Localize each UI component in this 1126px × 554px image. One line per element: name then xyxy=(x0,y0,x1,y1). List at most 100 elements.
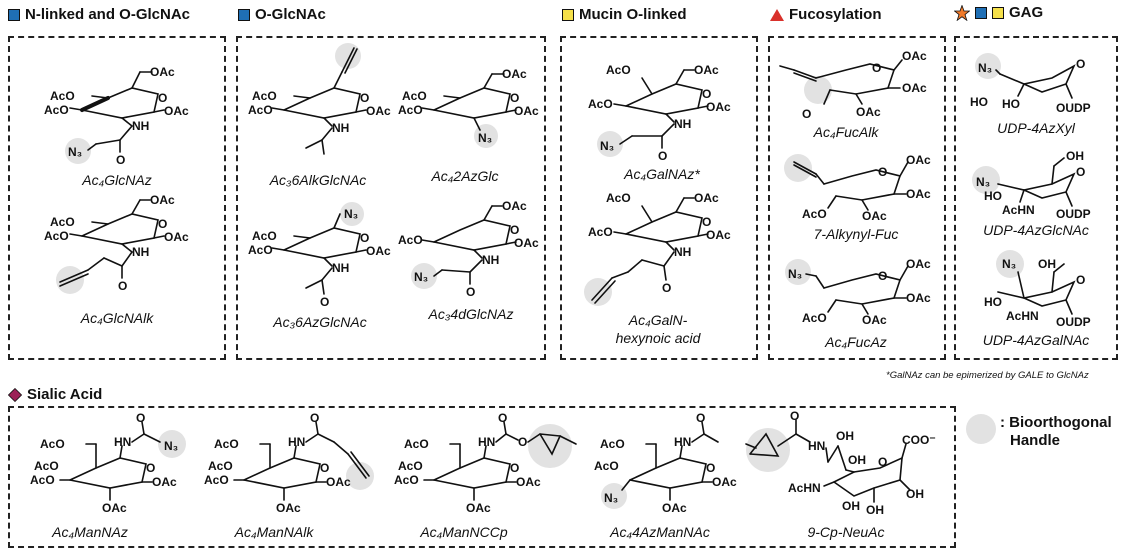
atom-label: OAc xyxy=(906,291,931,305)
caption-udp-4azgalnac: UDP-4AzGalNAc xyxy=(982,332,1090,348)
atom-label: N₃ xyxy=(414,270,428,284)
box-o-glcnac xyxy=(236,36,546,360)
structure-ac4fucaz: N₃ O OAc OAc OAc AcO xyxy=(772,252,944,328)
atom-label: O xyxy=(878,269,887,283)
section-header-n-o-glcnac: N-linked and O-GlcNAc xyxy=(8,6,190,23)
caption-ac42azglc: Ac₄2AzGlc xyxy=(431,168,499,184)
atom-label: OAc xyxy=(694,63,719,77)
atom-label: O xyxy=(802,107,811,121)
structure-ac4galn-hexynoic: AcO OAc AcO O OAc NH O xyxy=(576,190,746,308)
atom-label: O xyxy=(158,217,167,231)
caption-ac4mannalk: Ac₄ManNAlk xyxy=(234,524,314,540)
atom-label: AcO xyxy=(600,437,625,451)
atom-label: AcO xyxy=(50,215,75,229)
atom-label: OAc xyxy=(856,105,881,119)
atom-label: N₃ xyxy=(478,131,492,145)
atom-label: OAc xyxy=(150,65,175,79)
atom-label: AcO xyxy=(214,437,239,451)
structure-ac4glcnaz: OAc AcO AcO O OAc NH N₃ O xyxy=(40,58,210,167)
atom-label: O xyxy=(360,91,369,105)
atom-label: OAc xyxy=(906,153,931,167)
section-title: Fucosylation xyxy=(789,6,882,23)
atom-label: O xyxy=(466,285,475,299)
caption-ac4galn-hexynoic-2: hexynoic acid xyxy=(615,330,701,346)
atom-label: OAc xyxy=(906,187,931,201)
yellow-square-icon xyxy=(992,6,1004,19)
caption-ac34dglcnaz: Ac₃4dGlcNAz xyxy=(428,306,514,322)
atom-label: O xyxy=(1076,165,1085,179)
atom-label: AcO xyxy=(402,89,427,103)
atom-label: OAc xyxy=(662,501,687,515)
atom-label: OH xyxy=(1066,149,1084,163)
atom-label: AcO xyxy=(40,437,65,451)
atom-label: HO xyxy=(984,189,1002,203)
atom-label: AcO xyxy=(30,473,55,487)
section-header-gag: GAG xyxy=(954,4,1043,21)
atom-label: NH xyxy=(674,117,691,131)
caption-ac4glcnalk: Ac₄GlcNAlk xyxy=(80,310,154,326)
caption-ac36azglcnac: Ac₃6AzGlcNAc xyxy=(273,314,367,330)
atom-label: O xyxy=(498,411,507,425)
structure-ac36alkglcnac: AcO AcO O OAc NH xyxy=(248,36,398,156)
structure-ac42azglc: OAc AcO AcO O OAc N₃ xyxy=(398,48,544,148)
atom-label: OH xyxy=(836,429,854,443)
atom-label: O xyxy=(878,165,887,179)
atom-label: O xyxy=(310,411,319,425)
section-header-fucosylation: Fucosylation xyxy=(770,6,882,23)
atom-label: O xyxy=(696,411,705,425)
atom-label: AcO xyxy=(252,229,277,243)
structure-ac44azmannac: AcO HN O AcO N₃ O OAc OAc xyxy=(590,411,740,515)
atom-label: N₃ xyxy=(600,139,614,153)
atom-label: AcO xyxy=(34,459,59,473)
structure-udp-4azglcnac: OH N₃ O HO AcHN OUDP xyxy=(962,146,1112,222)
structure-7-alkynyl-fuc: O OAc OAc OAc AcO xyxy=(772,148,944,224)
atom-label: OUDP xyxy=(1056,207,1091,221)
atom-label: AcO xyxy=(248,103,273,117)
atom-label: O xyxy=(116,153,125,167)
atom-label: OH xyxy=(1038,257,1056,271)
atom-label: OAc xyxy=(706,228,731,242)
box-fucosylation xyxy=(768,36,946,360)
atom-label: OAc xyxy=(516,475,541,489)
atom-label: AcO xyxy=(398,103,423,117)
section-header-o-glcnac: O-GlcNAc xyxy=(238,6,326,23)
atom-label: O xyxy=(510,223,519,237)
atom-label: AcHN xyxy=(1002,203,1035,217)
atom-label: O xyxy=(702,215,711,229)
atom-label: O xyxy=(510,91,519,105)
caption-ac4mannaz: Ac₄ManNAz xyxy=(52,524,128,540)
box-mucin xyxy=(560,36,758,360)
atom-label: O xyxy=(662,281,671,295)
atom-label: AcO xyxy=(606,63,631,77)
section-title: Sialic Acid xyxy=(27,386,103,403)
structure-ac36azglcnac: N₃ AcO AcO O OAc NH O xyxy=(248,196,398,309)
atom-label: O xyxy=(518,435,527,449)
atom-label: O xyxy=(136,411,145,425)
atom-label: OAc xyxy=(862,209,887,223)
caption-udp-4azglcnac: UDP-4AzGlcNAc xyxy=(983,222,1089,238)
box-gag xyxy=(954,36,1118,360)
atom-label: AcO xyxy=(802,207,827,221)
purple-diamond-icon xyxy=(8,387,22,402)
atom-label: OAc xyxy=(706,100,731,114)
caption-ac4fucaz: Ac₄FucAz xyxy=(825,334,887,350)
atom-label: N₃ xyxy=(164,439,178,453)
atom-label: O xyxy=(118,279,127,293)
atom-label: AcO xyxy=(44,103,69,117)
atom-label: O xyxy=(658,149,667,163)
yellow-square-icon xyxy=(562,8,574,21)
blue-square-icon xyxy=(238,8,250,21)
atom-label: OAc xyxy=(502,199,527,213)
handle-legend-circle xyxy=(966,414,996,444)
section-header-mucin: Mucin O-linked xyxy=(562,6,687,23)
atom-label: OH xyxy=(848,453,866,467)
atom-label: OH xyxy=(906,487,924,501)
atom-label: HO xyxy=(1002,97,1020,111)
atom-label: N₃ xyxy=(68,145,82,159)
section-title: N-linked and O-GlcNAc xyxy=(25,6,191,23)
atom-label: AcO xyxy=(252,89,277,103)
atom-label: O xyxy=(790,409,799,423)
atom-label: N₃ xyxy=(976,175,990,189)
footnote: *GalNAz can be epimerized by GALE to Glc… xyxy=(886,370,1089,381)
atom-label: COO⁻ xyxy=(902,433,936,447)
